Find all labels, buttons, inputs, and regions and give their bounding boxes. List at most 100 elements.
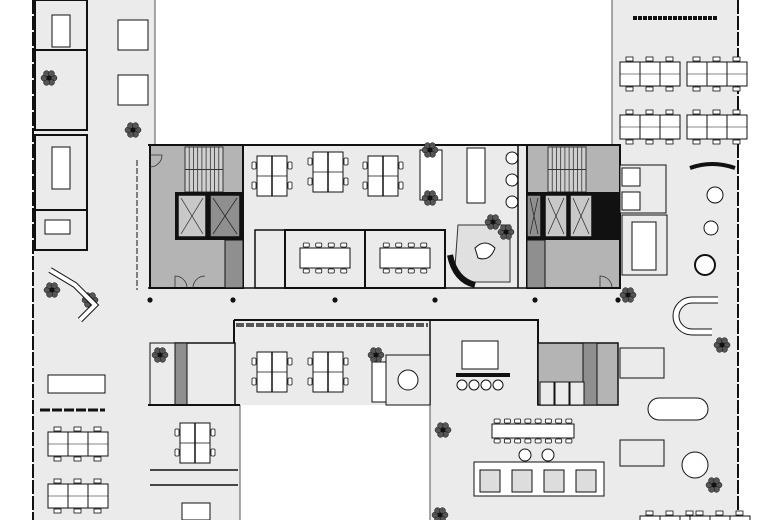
chair — [544, 438, 552, 444]
nook — [619, 439, 665, 467]
lounge-chair — [480, 379, 492, 391]
meeting-table — [631, 221, 657, 271]
chair — [407, 268, 415, 274]
chair — [327, 268, 335, 274]
chair — [93, 478, 102, 484]
plant-icon — [124, 122, 142, 138]
elevator — [526, 194, 542, 238]
plant-icon — [421, 142, 439, 158]
round-stool — [505, 195, 519, 209]
chair — [534, 438, 542, 444]
desk-row — [619, 109, 681, 145]
leaf — [159, 347, 166, 354]
round-stool — [505, 173, 519, 187]
chair — [420, 268, 428, 274]
structural-column — [532, 297, 538, 303]
chair — [395, 242, 403, 248]
lounge-chair — [492, 379, 504, 391]
elevator-cross — [180, 197, 204, 235]
chair — [625, 86, 634, 92]
leaf — [503, 229, 509, 235]
leaf — [437, 512, 443, 518]
staircase — [547, 146, 587, 193]
toilet-stall — [569, 381, 585, 406]
leaf — [373, 352, 379, 358]
chair — [685, 510, 694, 516]
chair — [712, 109, 721, 115]
chair — [315, 242, 323, 248]
chair — [565, 418, 573, 424]
chair — [73, 456, 82, 462]
booth — [621, 167, 641, 187]
chair — [645, 86, 654, 92]
chair — [732, 56, 741, 62]
chair — [362, 181, 368, 190]
leaf — [711, 482, 717, 488]
chair — [645, 510, 654, 516]
chair — [343, 357, 349, 366]
elevator-cross — [572, 197, 590, 235]
chair — [210, 448, 216, 457]
leaf — [713, 477, 720, 484]
shaft — [582, 342, 598, 406]
structural-column — [230, 297, 236, 303]
chair — [93, 426, 102, 432]
leaf — [429, 142, 436, 149]
chair — [307, 157, 313, 166]
chair — [287, 377, 293, 386]
chair — [302, 268, 310, 274]
table — [51, 146, 71, 190]
chair — [251, 181, 257, 190]
desk — [639, 515, 701, 520]
chair — [692, 109, 701, 115]
desk-row — [619, 56, 681, 92]
leaf — [427, 195, 433, 201]
chair — [555, 418, 563, 424]
standing-desk — [466, 147, 486, 204]
elevator — [569, 194, 593, 238]
chair — [514, 418, 522, 424]
toilet-stall — [554, 381, 570, 406]
sofa — [689, 162, 736, 170]
elevator — [209, 194, 241, 238]
chair — [287, 357, 293, 366]
chair — [712, 86, 721, 92]
leaf — [157, 352, 163, 358]
door-arc — [174, 275, 188, 289]
elevator — [544, 194, 568, 238]
elevator-shaft — [209, 194, 241, 238]
reception-desk — [47, 374, 106, 394]
leaf — [429, 190, 436, 197]
chair — [307, 357, 313, 366]
chair — [645, 109, 654, 115]
chair — [93, 508, 102, 514]
plant-icon — [713, 337, 731, 353]
chair — [53, 478, 62, 484]
long-table — [491, 418, 575, 444]
chair — [493, 438, 501, 444]
elevator-cross — [212, 197, 238, 235]
stool — [518, 448, 532, 462]
chair — [174, 428, 180, 437]
chair — [534, 418, 542, 424]
workstation — [117, 74, 149, 106]
chair — [93, 456, 102, 462]
door-swing — [174, 275, 188, 289]
staircase — [184, 146, 224, 193]
plant-icon — [421, 190, 439, 206]
workstation — [117, 19, 149, 51]
structural-column — [147, 297, 153, 303]
chair — [407, 242, 415, 248]
chair — [307, 377, 313, 386]
lounge-sofa-fill — [48, 268, 98, 322]
chair — [625, 109, 634, 115]
desk-row — [639, 510, 701, 520]
leaf — [46, 75, 52, 81]
chair — [53, 508, 62, 514]
lounge-sofa — [447, 254, 476, 288]
bench-seat — [543, 469, 565, 493]
lounge-coffee-table — [474, 242, 496, 260]
table — [491, 423, 575, 439]
chair — [362, 161, 368, 170]
phone-booth — [254, 229, 286, 289]
